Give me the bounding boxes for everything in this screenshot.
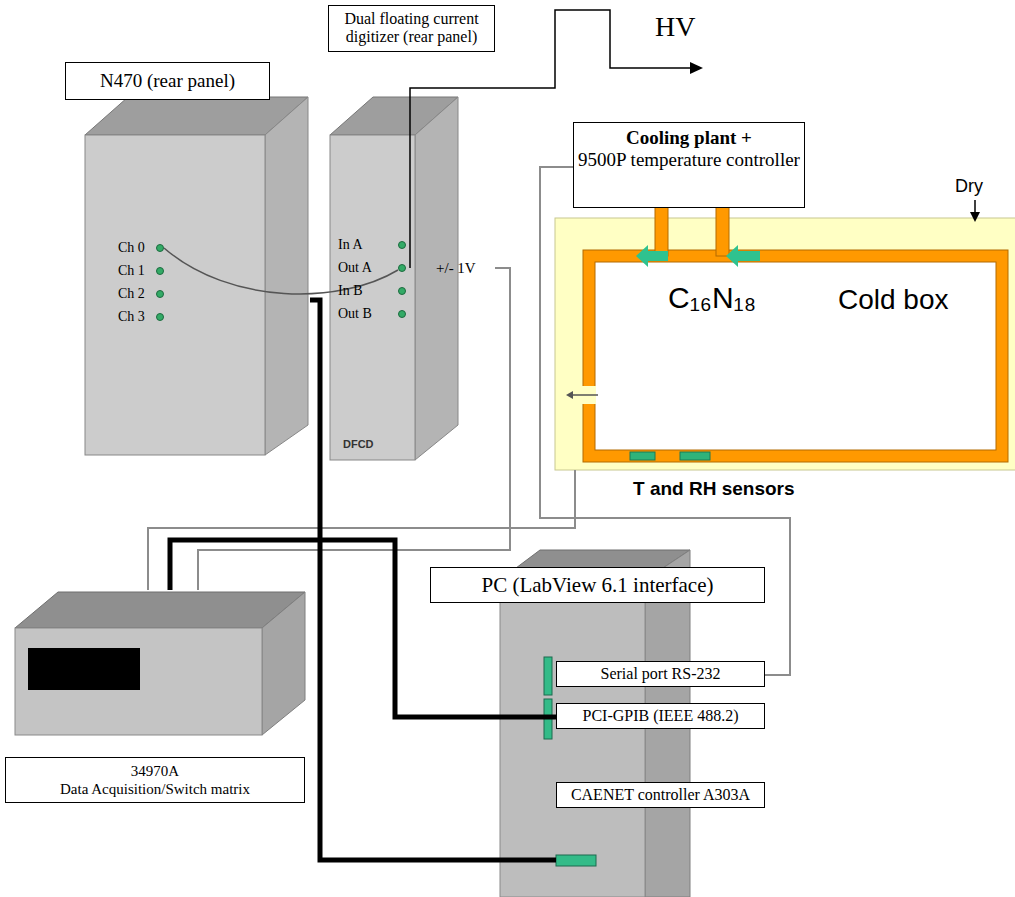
flow-arrow [726,245,760,267]
tower-front [500,580,645,897]
arrow-head [970,212,980,222]
sensor-caption: T and RH sensors [633,478,795,500]
port-label-box: CAENET controller A303A [556,782,765,808]
channel-label: Ch 1 [118,263,145,279]
instrument-side [262,592,305,735]
arrow-head [566,391,573,399]
outlet-arrow [572,394,598,396]
daq-instrument [15,592,305,735]
box-heading: Cooling plant + [578,127,800,149]
n470-module-node: N470 (rear panel) Ch 0 Ch 1 Ch 2 Ch 3 [62,60,310,460]
dfcd-module-node: Dual floating current digitizer (rear pa… [328,4,495,464]
connector [157,268,164,275]
port-label: Out B [338,306,372,322]
module-front [85,135,265,455]
module-label: Dual floating current digitizer (rear pa… [328,5,495,52]
port-label: In A [338,237,363,253]
connector [399,242,406,249]
instrument-top [15,592,305,628]
channel-label: Ch 2 [118,286,145,302]
port-label-box: PCI-GPIB (IEEE 488.2) [556,703,765,729]
module-side [415,97,458,460]
module-front [330,135,415,460]
connector [399,288,406,295]
cooling-jacket [583,250,1008,462]
insulation [555,218,1015,470]
cold-volume [595,262,996,450]
box-text: 9500P temperature controller [578,149,800,171]
connector [399,311,406,318]
port-label: Out A [338,260,372,276]
pc-label: PC (LabView 6.1 interface) [430,567,765,603]
dry-inlet-arrow [974,200,976,214]
arrow-head [690,62,703,74]
flow-arrow [636,245,668,267]
instrument-front [15,628,262,735]
coolant-pipe [716,200,729,256]
channel-label: Ch 0 [118,240,145,256]
connector [399,265,406,272]
label-frame: 34970AData Acquisition/Switch matrix [5,757,305,803]
port-label: In B [338,283,363,299]
port-node: Serial port RS-232 [556,661,765,689]
module-tag: DFCD [343,438,374,451]
sensor [630,452,655,460]
port [544,657,552,695]
connector [157,245,164,252]
cooling-plant-box: Cooling plant +9500P temperature control… [573,122,805,208]
signal-label: +/- 1V [436,259,476,277]
signal-wire [164,248,398,294]
instrument-name: Data Acquisition/Switch matrix [10,780,300,798]
sensor [680,452,710,460]
cold-box-node: C₁₆N₁₈Cold boxT and RH sensors [555,215,1015,470]
instrument-display [28,648,140,690]
signal-label: HV [655,12,695,43]
module-side [265,97,308,455]
instrument-model: 34970A [10,762,300,780]
module-label: N470 (rear panel) [65,62,270,100]
port-node: CAENET controller A303A [556,782,765,870]
port-label-box: Serial port RS-232 [556,661,765,687]
n470-module [85,97,308,455]
connector [157,291,164,298]
connector [157,314,164,321]
coolant-pipe [655,200,668,256]
port [556,855,596,866]
box-title: Cold box [838,283,949,317]
channel-label: Ch 3 [118,309,145,325]
dfcd-module [330,97,458,460]
port-node: PCI-GPIB (IEEE 488.2) [556,703,765,731]
pc-node: PC (LabView 6.1 interface) Serial port RS… [430,555,770,897]
inlet-label: Dry [955,176,983,198]
daq-node: 34970AData Acquisition/Switch matrix [5,590,307,810]
coolant-formula: C₁₆N₁₈ [668,280,756,316]
cold-box-drawing [555,200,1015,470]
